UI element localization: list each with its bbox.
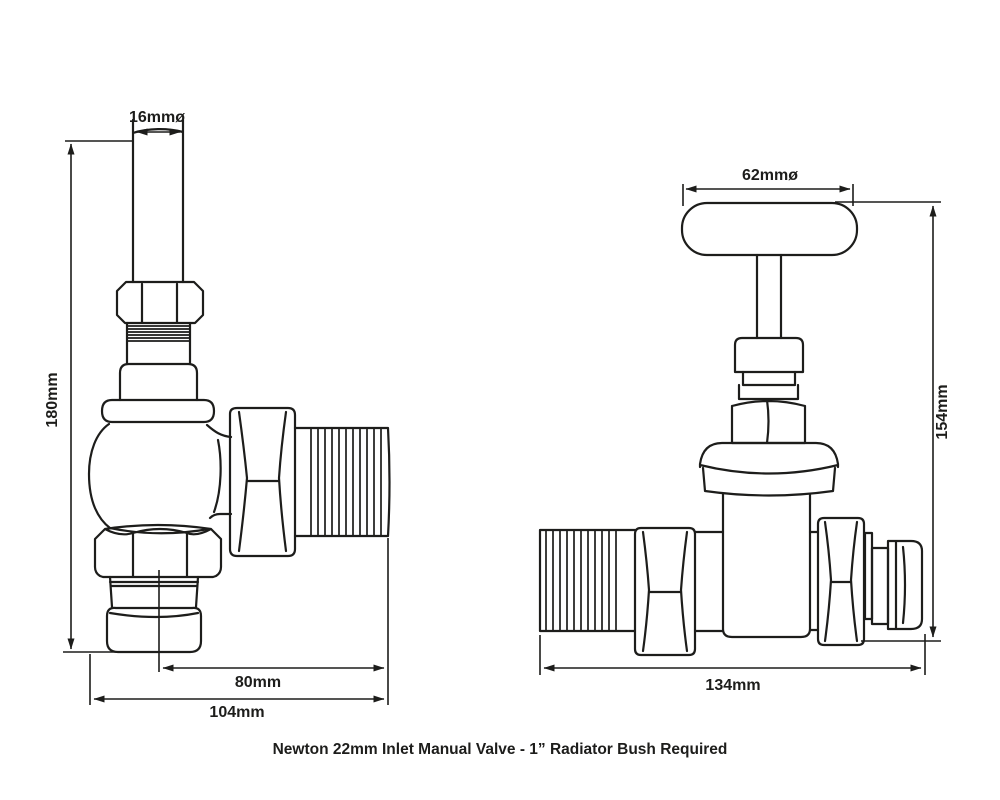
t-handle [680, 201, 859, 257]
collar-flange [100, 398, 216, 424]
gland-band-upper [741, 370, 797, 387]
angled-valve-view: 16mmø 180mm 80mm 104mm [44, 109, 391, 721]
dimension-overall-height-left: 180mm [44, 140, 133, 653]
drawing-caption: Newton 22mm Inlet Manual Valve - 1” Radi… [273, 741, 728, 758]
overall-height-right-label: 154mm [934, 384, 951, 439]
dimension-spindle-diameter: 16mmø [129, 109, 185, 136]
left-tail-threads [545, 531, 617, 630]
gland-block [733, 336, 805, 374]
straight-valve-view: 62mmø 154mm 134mm [538, 167, 951, 694]
centre-to-outlet-label: 80mm [235, 674, 281, 691]
washer-ring-b [870, 546, 890, 626]
bonnet-flange [698, 441, 840, 497]
spindle [131, 118, 185, 284]
overall-height-left-label: 180mm [44, 372, 61, 427]
union-nut [228, 406, 297, 558]
right-stub [808, 530, 820, 632]
dimension-centre-to-outlet: 80mm [162, 538, 389, 705]
olive-ring [108, 575, 200, 609]
dimension-handle-diameter: 62mmø [682, 167, 854, 206]
overall-length-label: 134mm [705, 677, 760, 694]
compression-nut [816, 516, 866, 647]
left-threaded-tail [538, 528, 637, 633]
dimension-overall-height-right: 154mm [835, 201, 951, 642]
handle-stem [755, 253, 783, 340]
inlet-hex-nut [93, 523, 223, 579]
handle-diameter-label: 62mmø [742, 167, 798, 184]
end-cap-nut [886, 539, 924, 631]
spindle-diameter-label: 16mmø [129, 109, 185, 126]
male-threaded-tail [293, 426, 391, 538]
gland-threads [127, 325, 190, 342]
packing-gland [118, 362, 199, 402]
bonnet-hex-nut [730, 398, 807, 445]
left-stub [693, 530, 725, 633]
gland-band-lower [737, 383, 800, 401]
spindle-hex-nut [115, 280, 205, 325]
valve-body [87, 422, 233, 535]
dimension-overall-length: 134mm [539, 634, 926, 694]
male-tail-threads [310, 429, 382, 535]
inlet-cap-nut [105, 606, 203, 654]
body-column [721, 492, 812, 639]
overall-width-label: 104mm [209, 704, 264, 721]
union-nut-straight [633, 526, 697, 657]
dimension-overall-width: 104mm [89, 654, 385, 721]
